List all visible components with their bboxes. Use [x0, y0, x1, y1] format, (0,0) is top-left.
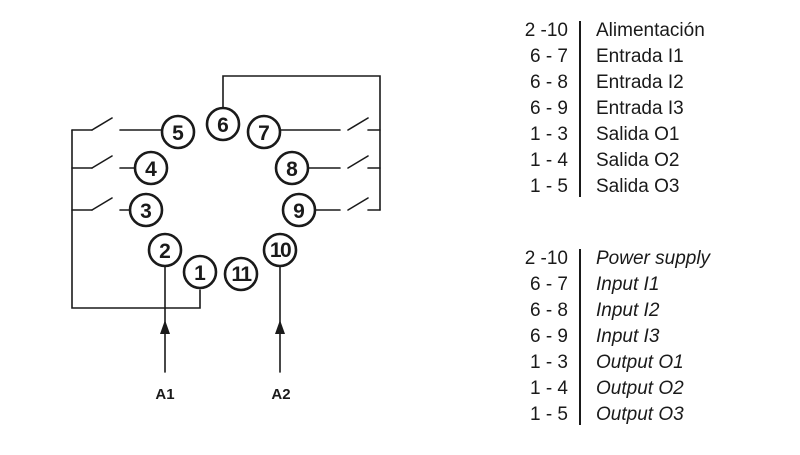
- pin-circle-9: [281, 192, 317, 228]
- legend-pin-pair: 6 - 9: [529, 98, 568, 119]
- switch-output-o2: [91, 155, 113, 169]
- pin-label-7: 7: [258, 122, 270, 145]
- legend-row: 1 - 4 Output O2: [500, 376, 790, 402]
- switch-output-o3: [91, 117, 113, 131]
- switch-input-i2: [347, 155, 369, 169]
- pin-circle-4: [133, 150, 169, 186]
- legend-description: Salida O1: [596, 124, 680, 145]
- legend-description: Output O2: [596, 378, 684, 399]
- pin-circle-2: [147, 232, 183, 268]
- legend-row: 6 - 7 Entrada I1: [500, 44, 790, 70]
- legend-divider: [579, 249, 581, 425]
- pin-circle-5: [160, 114, 196, 150]
- pin-label-2: 2: [159, 240, 171, 263]
- pin-circle-10: [262, 232, 298, 268]
- pin-circle-1: [182, 254, 218, 290]
- legend-row: 2 -10 Power supply: [500, 246, 790, 272]
- legend-description: Output O3: [596, 404, 684, 425]
- pin-circle-11: [223, 256, 259, 292]
- legend-row: 6 - 8 Entrada I2: [500, 70, 790, 96]
- legend-row: 6 - 9 Input I3: [500, 324, 790, 350]
- legend-pin-pair: 6 - 8: [529, 72, 568, 93]
- switch-input-i1: [347, 117, 369, 131]
- legend-divider: [579, 21, 581, 197]
- legend-description: Salida O3: [596, 176, 680, 197]
- legend-row: 2 -10 Alimentación: [500, 18, 790, 44]
- legend-row: 6 - 9 Entrada I3: [500, 96, 790, 122]
- legend-pin-pair: 1 - 5: [529, 404, 568, 425]
- legend-pin-pair: 1 - 3: [529, 352, 568, 373]
- legend-row: 1 - 3 Output O1: [500, 350, 790, 376]
- pin-label-11: 11: [231, 263, 252, 286]
- legend-description: Input I1: [596, 274, 660, 295]
- legend-pin-pair: 6 - 9: [529, 326, 568, 347]
- legend-row: 1 - 4 Salida O2: [500, 148, 790, 174]
- wire-common-input-bus: [222, 75, 381, 211]
- legend-pin-pair: 2 -10: [524, 20, 568, 41]
- legend-pin-pair: 6 - 8: [529, 300, 568, 321]
- pin-label-5: 5: [172, 122, 184, 145]
- legend-description: Salida O2: [596, 150, 680, 171]
- legend-description: Entrada I1: [596, 46, 684, 67]
- legend-description: Alimentación: [596, 20, 705, 41]
- legend-pin-pair: 1 - 5: [529, 176, 568, 197]
- pin-label-10: 10: [270, 239, 291, 262]
- legend-description: Input I2: [596, 300, 660, 321]
- pin-label-1: 1: [194, 262, 206, 285]
- legend-description: Entrada I2: [596, 72, 684, 93]
- pin-circle-8: [274, 150, 310, 186]
- legend-pin-pair: 2 -10: [524, 248, 568, 269]
- pin-circle-3: [128, 192, 164, 228]
- switch-input-i3: [347, 197, 369, 211]
- pin-label-4: 4: [145, 158, 157, 181]
- legend-pin-pair: 1 - 4: [529, 150, 568, 171]
- legend-pin-pair: 6 - 7: [529, 274, 568, 295]
- legend-pin-pair: 1 - 3: [529, 124, 568, 145]
- pin-circle-6: [205, 106, 241, 142]
- pin-label-9: 9: [293, 200, 305, 223]
- pin-label-6: 6: [217, 114, 229, 137]
- legend-row: 1 - 5 Output O3: [500, 402, 790, 428]
- legend-pin-pair: 6 - 7: [529, 46, 568, 67]
- legend-english: 2 -10 Power supply 6 - 7 Input I1 6 - 8 …: [500, 246, 790, 428]
- legend-row: 6 - 7 Input I1: [500, 272, 790, 298]
- wire-common-output-bus: [71, 129, 201, 309]
- terminal-label-a1: A1: [155, 386, 174, 403]
- pin-circle-7: [246, 114, 282, 150]
- terminal-label-a2: A2: [271, 386, 290, 403]
- switch-output-o1: [91, 197, 113, 211]
- arrow-a1-icon: [160, 320, 170, 334]
- legend-description: Output O1: [596, 352, 684, 373]
- legend-pin-pair: 1 - 4: [529, 378, 568, 399]
- pin-label-8: 8: [286, 158, 298, 181]
- pin-label-3: 3: [140, 200, 152, 223]
- legend-description: Power supply: [596, 248, 711, 269]
- legend-spanish: 2 -10 Alimentación 6 - 7 Entrada I1 6 - …: [500, 18, 790, 200]
- legend-description: Input I3: [596, 326, 660, 347]
- legend-description: Entrada I3: [596, 98, 684, 119]
- legend-row: 1 - 5 Salida O3: [500, 174, 790, 200]
- arrow-a2-icon: [275, 320, 285, 334]
- legend-row: 6 - 8 Input I2: [500, 298, 790, 324]
- legend-row: 1 - 3 Salida O1: [500, 122, 790, 148]
